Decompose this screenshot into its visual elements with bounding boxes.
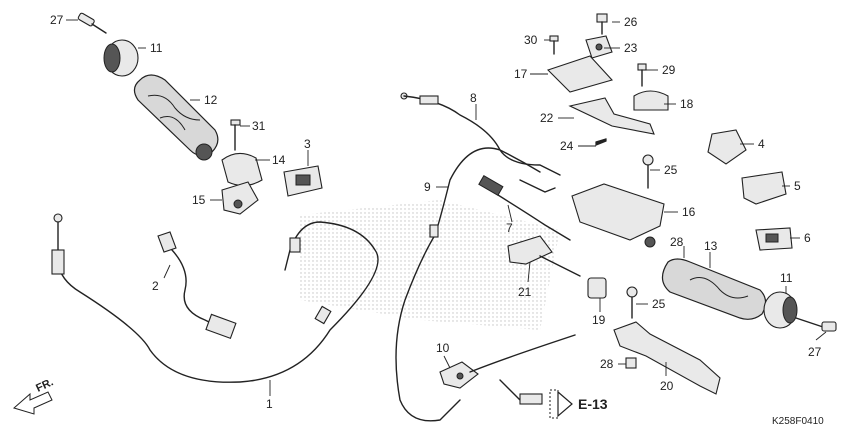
part-14-throttle-housing (195, 143, 263, 187)
callout-24: 24 (560, 139, 574, 153)
callout-18: 18 (680, 97, 694, 111)
callout-15: 15 (192, 193, 206, 207)
part-24-spring (595, 138, 607, 146)
callout-2: 2 (152, 279, 159, 293)
part-16-switch-housing (571, 183, 665, 248)
part-5-switch (741, 171, 787, 205)
part-11-bar-end-weight-left (103, 39, 139, 77)
callout-17: 17 (514, 67, 528, 81)
part-23-bracket (585, 35, 613, 59)
part-11-bar-end-weight-right (763, 291, 798, 329)
callout-25-lower: 25 (652, 297, 666, 311)
callout-6: 6 (804, 231, 811, 245)
part-21-lever-bracket (507, 235, 581, 277)
callout-7: 7 (506, 221, 513, 235)
part-13-grip-right (661, 258, 767, 320)
part-31-screw (230, 119, 241, 151)
callout-8: 8 (470, 91, 477, 105)
part-2-wire-harness (157, 231, 237, 340)
callout-9: 9 (424, 180, 431, 194)
part-28-nut-lower (625, 357, 637, 369)
callout-26: 26 (624, 15, 638, 29)
part-18-clamp (633, 90, 669, 111)
callout-27-left: 27 (50, 13, 64, 27)
part-17-cover (546, 55, 614, 93)
callout-25-upper: 25 (664, 163, 678, 177)
dotted-background-area (300, 200, 560, 330)
part-27-screw-right (795, 317, 837, 332)
leader-lines (66, 19, 827, 396)
callout-4: 4 (758, 137, 765, 151)
callout-11-right: 11 (780, 271, 793, 285)
callout-14: 14 (272, 153, 286, 167)
reference-arrow (549, 389, 573, 419)
callout-28-lower: 28 (600, 357, 614, 371)
callout-3: 3 (304, 137, 311, 151)
callout-10: 10 (436, 341, 450, 355)
diagram-code: K258F0410 (772, 416, 824, 427)
reference-label: E-13 (578, 396, 608, 412)
part-7-switch-wires (478, 174, 571, 241)
callout-23: 23 (624, 41, 638, 55)
front-direction-label: FR. (34, 376, 55, 394)
part-10-clamp (439, 334, 576, 405)
part-30-screw (549, 35, 559, 55)
part-8-clutch-cable (400, 92, 561, 176)
part-3-switch (283, 165, 323, 197)
callout-19: 19 (592, 313, 606, 327)
part-15-clamp (221, 181, 259, 215)
callout-30: 30 (524, 33, 538, 47)
front-direction-arrow (12, 391, 53, 415)
part-29-bolt (637, 63, 647, 87)
part-12-grip-left (133, 74, 219, 157)
callout-29: 29 (662, 63, 676, 77)
callout-12: 12 (204, 93, 218, 107)
part-22-lever (568, 97, 655, 135)
callout-21: 21 (518, 285, 532, 299)
part-6-switch (755, 227, 793, 251)
part-19-adjuster (587, 277, 607, 299)
callout-11-left: 11 (150, 41, 163, 55)
part-9-cable (395, 147, 556, 422)
part-25-bolt-upper (642, 154, 654, 189)
part-1-throttle-cable (51, 213, 379, 383)
part-20-clutch-lever (613, 321, 721, 395)
callout-27-right: 27 (808, 345, 822, 359)
callout-22: 22 (540, 111, 554, 125)
part-4-switch (707, 129, 747, 165)
callout-5: 5 (794, 179, 801, 193)
callout-1: 1 (266, 397, 273, 411)
callout-20: 20 (660, 379, 674, 393)
callout-16: 16 (682, 205, 696, 219)
callout-31: 31 (252, 119, 266, 133)
part-27-screw-left (77, 12, 107, 34)
callout-28-upper: 28 (670, 235, 684, 249)
part-26-bolt (596, 13, 608, 35)
part-25-bolt-lower (626, 286, 638, 319)
callout-13: 13 (704, 239, 718, 253)
